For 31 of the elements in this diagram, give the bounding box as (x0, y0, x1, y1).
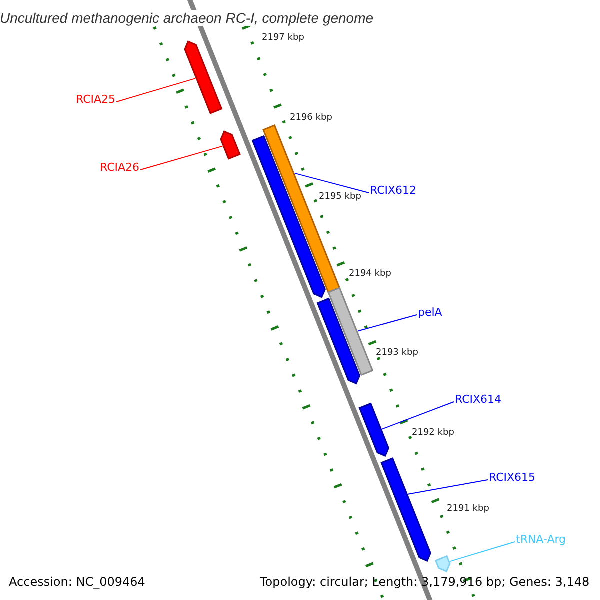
gene-feature (262, 124, 341, 294)
gene-feature (220, 130, 241, 160)
scale-label: 2192 kbp (412, 428, 454, 438)
title: Uncultured methanogenic archaeon RC-I, complete genome (0, 10, 376, 26)
gene-feature (358, 402, 390, 458)
leader-line (358, 314, 418, 332)
scale-label: 2196 kbp (290, 114, 332, 122)
gene-feature (380, 458, 432, 562)
leader-line (116, 78, 196, 102)
scale-label: 2195 kbp (319, 192, 362, 202)
gene-label: tRNA-Arg (516, 534, 566, 544)
gene-feature (184, 40, 223, 114)
leader-line (408, 480, 488, 495)
leader-line (450, 542, 516, 562)
gene-label: RCIX615 (489, 472, 536, 482)
gene-label: RCIX614 (455, 394, 502, 404)
scale-label: 2191 kbp (447, 504, 490, 514)
gene-label: RCIA25 (76, 94, 116, 104)
gene-feature (434, 555, 451, 573)
accession-text: Accession: NC_009464 (9, 576, 146, 588)
scale-label: 2194 kbp (349, 270, 392, 278)
leader-line (382, 402, 454, 430)
gene-feature (328, 287, 374, 376)
gene-feature (316, 298, 361, 385)
genome-info-text: Topology: circular; Length: 3,179,916 bp; Genes: 3,148 (260, 576, 590, 588)
leader-line (140, 146, 224, 170)
gene-label: pelA (418, 306, 442, 318)
scale-label: 2193 kbp (376, 348, 418, 358)
gene-label: RCIA26 (100, 162, 140, 172)
scale-label: 2197 kbp (262, 34, 304, 42)
gene-label: RCIX612 (370, 184, 417, 196)
